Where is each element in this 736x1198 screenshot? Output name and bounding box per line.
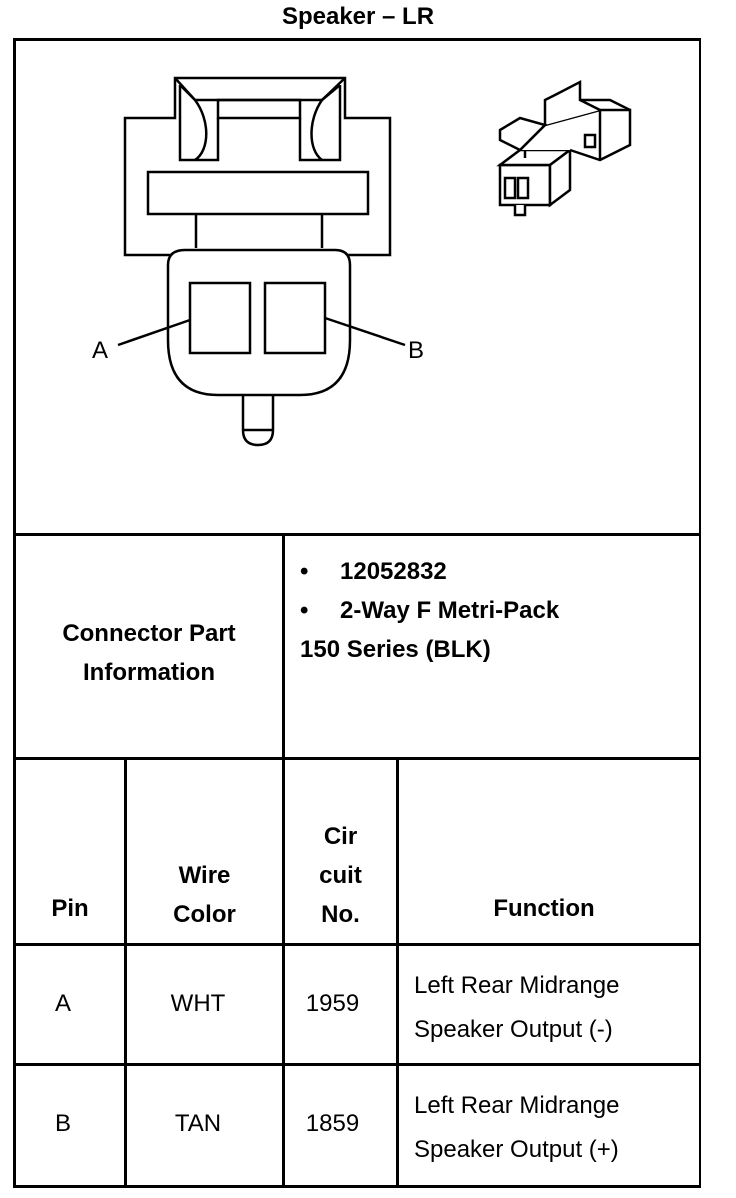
connector-info-values: • 12052832 • 2-Way F Metri-Pack 150 Series… <box>300 552 690 752</box>
connector-type: 2-Way F Metri-Pack <box>340 597 560 624</box>
connector-info-label: Connector Part Information <box>16 536 282 757</box>
connector-series: 150 Series (BLK) <box>300 636 491 663</box>
divider-header <box>13 943 701 946</box>
page-title: Speaker – LR <box>281 3 435 30</box>
row-b-pin: B <box>54 1110 71 1137</box>
divider-row <box>13 1063 701 1066</box>
connector-info-item: • 12052832 <box>300 552 690 591</box>
document-frame <box>13 38 701 1188</box>
row-a-wire-color: WHT <box>170 990 226 1017</box>
connector-face-icon: A B <box>92 76 424 447</box>
header-wire-color-line1: Wire <box>178 862 231 889</box>
row-a-function: Left Rear Midrange Speaker Output (-) <box>414 964 694 1052</box>
pin-a-label: A <box>92 337 108 364</box>
row-b-function-line2: Speaker Output (+) <box>414 1136 619 1163</box>
divider-diagram <box>13 533 701 536</box>
connector-info-item: • 2-Way F Metri-Pack <box>300 591 690 630</box>
pin-b-label: B <box>408 337 424 364</box>
part-number: 12052832 <box>340 558 447 585</box>
header-circuit: Cir cuit No. <box>285 817 396 934</box>
header-function: Function <box>493 895 595 922</box>
row-a-function-line2: Speaker Output (-) <box>414 1016 613 1043</box>
row-b-function: Left Rear Midrange Speaker Output (+) <box>414 1084 694 1172</box>
connector-info-label-line1: Connector Part <box>62 620 236 647</box>
divider-col-function <box>396 757 399 1188</box>
header-wire-color: Wire Color <box>127 856 282 934</box>
connector-isometric-icon <box>496 79 632 217</box>
connector-info-label-line2: Information <box>83 659 215 686</box>
row-b-wire-color: TAN <box>174 1110 222 1137</box>
header-circuit-line3: No. <box>321 901 360 928</box>
bullet: • <box>300 558 309 585</box>
header-pin: Pin <box>51 895 89 922</box>
row-b-function-line1: Left Rear Midrange <box>414 1092 620 1119</box>
divider-col-circuit <box>282 533 285 1188</box>
row-a-function-line1: Left Rear Midrange <box>414 972 620 999</box>
divider-col-wire <box>124 757 127 1188</box>
row-a-pin: A <box>54 990 71 1017</box>
header-circuit-line1: Cir <box>323 823 358 850</box>
row-b-circuit: 1859 <box>305 1110 360 1137</box>
bullet: • <box>300 597 309 624</box>
header-wire-color-line2: Color <box>173 901 236 928</box>
header-circuit-line2: cuit <box>319 862 362 889</box>
row-a-circuit: 1959 <box>305 990 360 1017</box>
divider-info <box>13 757 701 760</box>
